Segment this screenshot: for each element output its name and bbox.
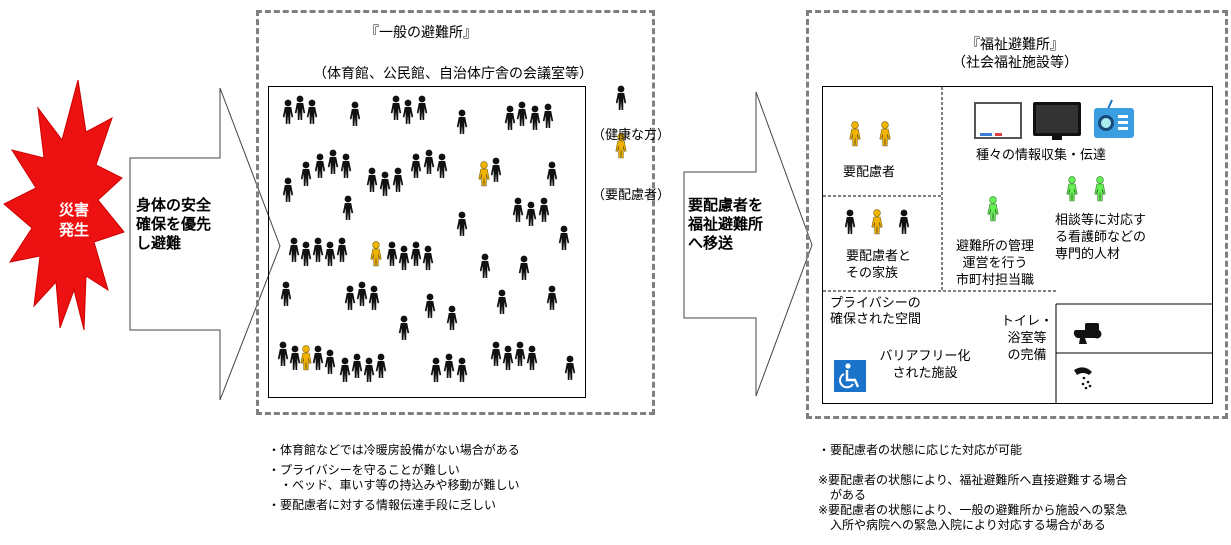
- welfare-shelter-subtitle: （社会福祉施設等）: [952, 55, 1078, 71]
- welfare-note-1: ・要配慮者の状態に応じた対応が可能: [818, 443, 1023, 457]
- wheelchair-icon: [834, 360, 866, 392]
- transfer-arrow-shape: [683, 91, 813, 397]
- barrier-line1: バリアフリー化: [879, 349, 971, 364]
- toilet-line1: トイレ・: [1000, 314, 1053, 329]
- general-note-1: ・体育館などでは冷暖房設備がない場合がある: [268, 443, 520, 457]
- transfer-line2: 福祉避難所: [688, 215, 764, 233]
- nurse-label: 相談等に対応す る看護師などの 専門的人材: [1055, 212, 1146, 263]
- general-note-4: ・要配慮者に対する情報伝達手段に乏しい: [268, 498, 497, 512]
- barrier-line2: された施設: [892, 366, 958, 381]
- staff-line3: 市町村担当職: [955, 273, 1034, 288]
- radio-icon: [1094, 99, 1134, 138]
- general-shelter-subtitle: （体育館、公民館、自治体庁舎の会議室等）: [313, 66, 593, 82]
- toilet-line3: の完備: [1007, 348, 1047, 363]
- welfare-notes: ・要配慮者の状態に応じた対応が可能 ※要配慮者の状態により、福祉避難所へ直接避難…: [818, 443, 1127, 533]
- shower-icon: [1074, 367, 1092, 390]
- general-shelter-room: [268, 86, 586, 398]
- legend-healthy-label: （健康な方）: [592, 128, 671, 143]
- general-shelter-box: [256, 10, 655, 415]
- care-family-line1: 要配慮者と: [846, 249, 912, 264]
- barrier-free-label: バリアフリー化 された施設: [870, 348, 980, 382]
- nurse-line2: る看護師などの: [1055, 230, 1147, 245]
- disaster-label: 災害 発生: [54, 200, 94, 240]
- welfare-note-4: ※要配慮者の状態により、一般の避難所から施設への緊急: [818, 503, 1128, 517]
- welfare-note-5: 入所や病院への緊急入院により対応する場合がある: [818, 518, 1106, 532]
- evacuate-line2: 確保を優先: [136, 215, 212, 233]
- transfer-arrow-label: 要配慮者を 福祉避難所 へ移送: [688, 196, 763, 253]
- transfer-line1: 要配慮者を: [688, 196, 764, 214]
- care-person-label: 要配慮者: [843, 165, 896, 180]
- general-note-2: ・プライバシーを守ることが難しい: [268, 463, 460, 477]
- general-notes: ・体育館などでは冷暖房設備がない場合がある ・プライバシーを守ることが難しい ・…: [268, 443, 520, 513]
- privacy-label: プライバシーの 確保された空間: [830, 296, 921, 328]
- toilet-label: トイレ・ 浴室等 の完備: [994, 313, 1060, 364]
- disaster-burst-shape: [3, 79, 125, 331]
- care-family-label: 要配慮者と その家族: [846, 248, 911, 282]
- evacuate-line3: し避難: [136, 234, 182, 252]
- care-family-line2: その家族: [846, 266, 899, 281]
- welfare-shelter-title: 『福祉避難所』: [966, 37, 1064, 53]
- staff-label: 避難所の管理 運営を行う 市町村担当職: [945, 238, 1045, 289]
- nurse-line1: 相談等に対応す: [1055, 213, 1147, 228]
- disaster-label-line2: 発生: [58, 221, 89, 239]
- staff-line2: 運営を行う: [962, 256, 1028, 271]
- welfare-shelter-box: [806, 10, 1228, 419]
- toilet-line2: 浴室等: [1007, 331, 1047, 346]
- welfare-note-2: ※要配慮者の状態により、福祉避難所へ直接避難する場合: [818, 473, 1128, 487]
- welfare-shelter-room: [822, 86, 1213, 404]
- general-note-3: ・ベッド、車いす等の持込みや移動が難しい: [268, 478, 520, 492]
- staff-line1: 避難所の管理: [955, 239, 1034, 254]
- whiteboard-icon: [974, 102, 1022, 139]
- legend-care-label: （要配慮者）: [592, 188, 671, 203]
- privacy-line1: プライバシーの: [830, 296, 921, 311]
- tv-icon: [1033, 102, 1081, 140]
- general-shelter-title: 『一般の避難所』: [365, 25, 477, 41]
- evacuate-arrow-label: 身体の安全 確保を優先 し避難: [136, 196, 211, 253]
- toilet-icon: [1073, 323, 1102, 344]
- disaster-label-line1: 災害: [58, 201, 89, 219]
- evacuate-line1: 身体の安全: [136, 196, 212, 214]
- transfer-line3: へ移送: [688, 234, 734, 252]
- privacy-line2: 確保された空間: [830, 312, 922, 327]
- nurse-line3: 専門的人材: [1055, 247, 1121, 262]
- welfare-note-3: がある: [818, 488, 867, 502]
- evacuate-arrow-shape: [129, 87, 281, 401]
- info-label: 種々の情報収集・伝達: [976, 148, 1107, 163]
